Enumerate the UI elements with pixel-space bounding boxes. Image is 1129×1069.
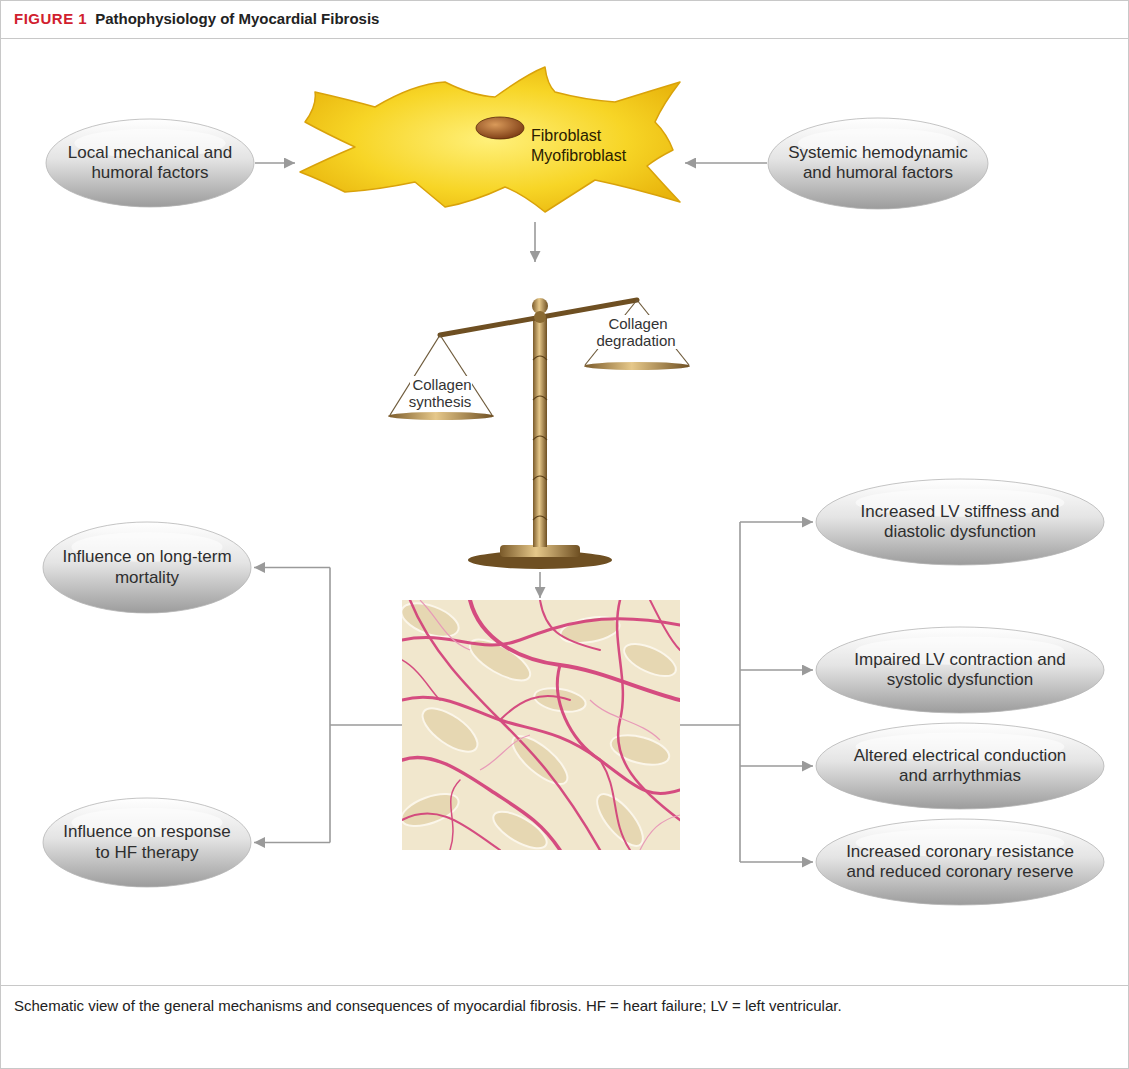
ellipse-shape — [816, 479, 1104, 565]
figure-number: FIGURE 1 — [14, 10, 87, 27]
node-label: Influence on long-term mortality — [62, 547, 231, 586]
fibroblast-text-block: Fibroblast Myofibroblast — [531, 126, 649, 166]
ellipse-text-block: Increased LV stiffness and diastolic dys… — [844, 502, 1076, 543]
outcome-ellipse: Increased LV stiffness and diastolic dys… — [815, 478, 1105, 566]
scale-column-spiral — [533, 356, 547, 520]
ellipse-shape — [816, 627, 1104, 713]
header-rule — [0, 38, 1129, 39]
ellipse-shape — [768, 118, 988, 209]
node-label: Influence on response to HF therapy — [63, 822, 230, 861]
cell-nucleus — [476, 117, 524, 139]
factor-ellipse: Local mechanical and humoral factors — [45, 118, 255, 208]
node-label: Impaired LV contraction and systolic dys… — [854, 650, 1065, 689]
ellipse-shape — [46, 119, 254, 207]
flow-arrow — [534, 222, 536, 262]
scale-pan-label: Collagen synthesis — [409, 376, 474, 410]
branch-lines — [254, 522, 813, 862]
collagen-strands — [402, 600, 680, 850]
scale-pan-label: Collagen degradation — [596, 315, 677, 349]
scale-pan — [388, 412, 494, 420]
figure-title: Pathophysiology of Myocardial Fibrosis — [95, 10, 379, 27]
histology-image — [402, 600, 680, 850]
outcome-ellipse: Increased coronary resistance and reduce… — [815, 818, 1105, 906]
caption-rule — [0, 985, 1129, 986]
ellipse-text-area: Systemic hemodynamic and humoral factors — [767, 117, 989, 210]
flow-arrow — [685, 162, 767, 164]
ellipse-text-area: Influence on long-term mortality — [42, 521, 252, 614]
figure-header: FIGURE 1 Pathophysiology of Myocardial Fi… — [14, 10, 379, 27]
node-label: Local mechanical and humoral factors — [68, 143, 232, 182]
ellipse-text-area: Increased coronary resistance and reduce… — [815, 818, 1105, 906]
ellipse-shape — [43, 522, 251, 613]
ellipse-text-block: Systemic hemodynamic and humoral factors — [782, 143, 974, 184]
factor-ellipse: Systemic hemodynamic and humoral factors — [767, 117, 989, 210]
scale-label-box: Collagen synthesis — [395, 376, 487, 411]
node-label: Increased coronary resistance and reduce… — [846, 842, 1074, 881]
scale-pan — [584, 362, 690, 370]
ellipse-text-area: Increased LV stiffness and diastolic dys… — [815, 478, 1105, 566]
fibroblast-outline — [295, 62, 685, 222]
ellipse-shape — [43, 798, 251, 887]
scale-pivot — [534, 311, 546, 323]
fibroblast-cell: Fibroblast Myofibroblast — [295, 62, 685, 222]
outcome-ellipse: Impaired LV contraction and systolic dys… — [815, 626, 1105, 714]
figure-caption: Schematic view of the general mechanisms… — [14, 997, 842, 1014]
muscle-cells — [402, 600, 680, 850]
ellipse-text-block: Increased coronary resistance and reduce… — [844, 842, 1076, 883]
ellipse-text-area: Impaired LV contraction and systolic dys… — [815, 626, 1105, 714]
ellipse-shape — [816, 723, 1104, 809]
ellipse-shape — [816, 819, 1104, 905]
scale-column — [533, 317, 547, 547]
ellipse-text-block: Influence on response to HF therapy — [61, 822, 233, 863]
ellipse-text-block: Altered electrical conduction and arrhyt… — [844, 746, 1076, 787]
thin-strands — [420, 600, 680, 850]
outcome-ellipse: Influence on long-term mortality — [42, 521, 252, 614]
figure-caption-box: Schematic view of the general mechanisms… — [14, 996, 1114, 1016]
cell-label: Fibroblast Myofibroblast — [531, 127, 626, 164]
scale-label-box: Collagen degradation — [585, 315, 689, 350]
ellipse-text-block: Impaired LV contraction and systolic dys… — [844, 650, 1076, 691]
ellipse-text-area: Influence on response to HF therapy — [42, 797, 252, 888]
ellipse-text-area: Local mechanical and humoral factors — [45, 118, 255, 208]
balance-node: Collagen synthesis Collagen degradation — [385, 262, 695, 570]
node-label: Increased LV stiffness and diastolic dys… — [861, 502, 1060, 541]
outcome-ellipse: Influence on response to HF therapy — [42, 797, 252, 888]
ellipse-text-area: Altered electrical conduction and arrhyt… — [815, 722, 1105, 810]
outcome-ellipse: Altered electrical conduction and arrhyt… — [815, 722, 1105, 810]
flow-arrow — [255, 162, 295, 164]
ellipse-text-block: Influence on long-term mortality — [61, 547, 233, 588]
flow-arrow — [539, 572, 541, 598]
node-label: Systemic hemodynamic and humoral factors — [788, 143, 968, 182]
fibroblast-body — [300, 67, 680, 212]
ellipse-text-block: Local mechanical and humoral factors — [64, 143, 236, 184]
node-label: Altered electrical conduction and arrhyt… — [854, 746, 1067, 785]
balance-scale — [388, 298, 690, 569]
